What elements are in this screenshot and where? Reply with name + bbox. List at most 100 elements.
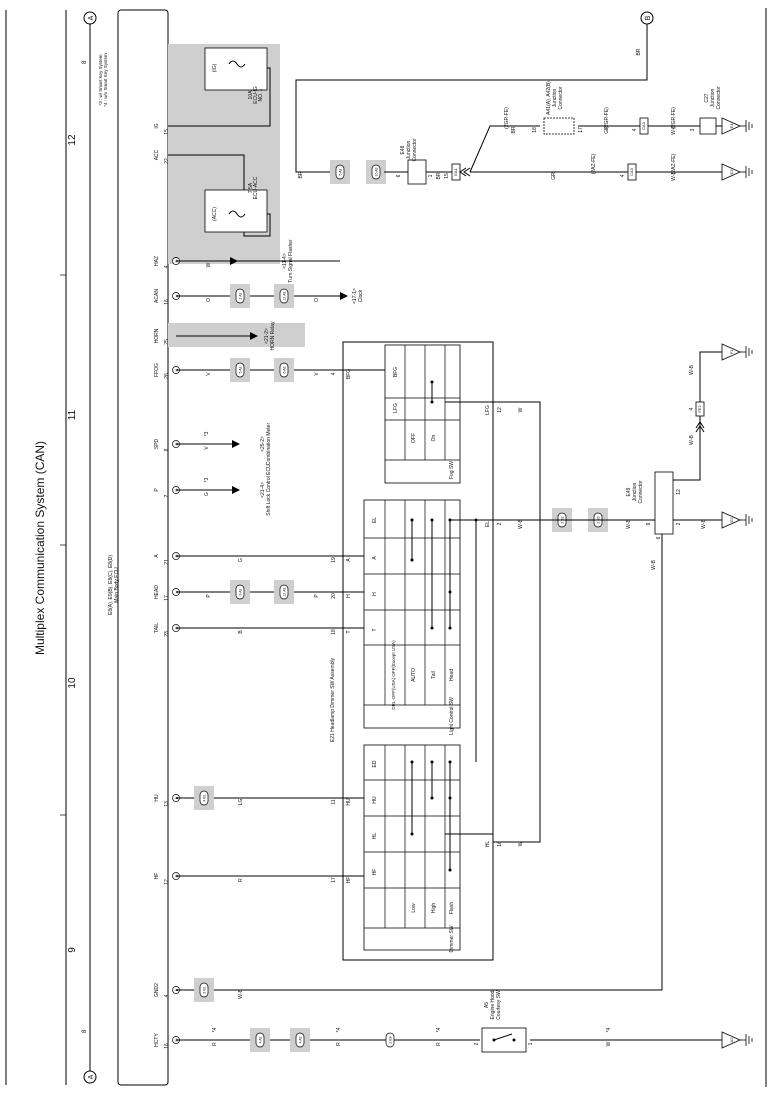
svg-text:Fog SW: Fog SW [449, 461, 455, 479]
svg-text:HL: HL [372, 833, 378, 840]
svg-text:Junction: Junction [406, 140, 412, 159]
svg-text:12 A3: 12 A3 [283, 291, 287, 300]
grid-number-8-bottom: 8 [82, 1029, 88, 1033]
grid-number-10: 10 [67, 677, 78, 689]
svg-text:Junction: Junction [710, 88, 716, 107]
svg-text:16: 16 [164, 1043, 170, 1049]
c27-junction-connector: C27 Junction Connector 3 [690, 86, 722, 135]
svg-text:(2GR-FE): (2GR-FE) [604, 107, 610, 129]
svg-text:(ACC): (ACC) [212, 207, 218, 221]
svg-text:BFG: BFG [346, 369, 352, 379]
ecu-label-line1: E8(A), E9(B), E8(C), E8(D) [108, 555, 114, 615]
inline-connector: 9 A2 [230, 580, 250, 604]
svg-text:18: 18 [331, 629, 337, 635]
svg-text:13: 13 [164, 801, 170, 807]
headlamp-dimmer-sw-assembly [342, 341, 494, 961]
svg-text:12: 12 [497, 407, 503, 413]
svg-text:HF: HF [154, 873, 160, 880]
svg-text:23: 23 [164, 631, 170, 637]
note-smart-key: *3 : w/ Smart Key System [98, 54, 103, 105]
svg-text:V: V [206, 372, 212, 376]
svg-text:25: 25 [164, 339, 170, 345]
svg-text:*4: *4 [606, 1027, 612, 1032]
svg-text:1: 1 [528, 1042, 534, 1045]
svg-text:R: R [212, 1042, 218, 1046]
svg-text:W: W [206, 262, 212, 267]
inline-connector: 12 A3 [274, 284, 294, 308]
svg-text:20: 20 [331, 593, 337, 599]
svg-text:W: W [518, 407, 524, 412]
ground-e4: E4 [721, 117, 753, 135]
svg-text:4: 4 [689, 407, 695, 410]
svg-text:B: B [238, 630, 244, 634]
fog-sw: BFG LFG OFF On Fog SW 4 BFG LFG 12 W [331, 344, 524, 484]
svg-text:P: P [206, 594, 212, 598]
svg-text:AUTO: AUTO [411, 668, 417, 682]
inline-connector: 2 E8 [385, 1032, 395, 1048]
svg-text:16: 16 [497, 841, 503, 847]
svg-text:W-B: W-B [701, 519, 707, 529]
ground-f1: F1 [721, 343, 753, 361]
svg-text:Clock: Clock [358, 289, 364, 302]
svg-text:R: R [436, 1042, 442, 1046]
grid-number-8-top: 8 [82, 60, 88, 64]
svg-text:9: 9 [646, 522, 652, 525]
svg-text:*3: *3 [204, 431, 210, 436]
svg-text:E48: E48 [400, 145, 406, 154]
svg-text:A: A [346, 558, 352, 562]
svg-text:GR: GR [604, 126, 610, 134]
svg-text:F1: F1 [729, 349, 734, 354]
svg-text:Engine Hood: Engine Hood [490, 990, 496, 1019]
inline-connector: 9 B1 [194, 978, 214, 1002]
svg-text:17: 17 [578, 127, 584, 133]
svg-text:HEAD: HEAD [154, 585, 160, 599]
svg-text:H: H [372, 592, 378, 596]
svg-text:Junction: Junction [552, 88, 558, 107]
svg-text:EL: EL [372, 517, 378, 523]
svg-text:<11-4>: <11-4> [282, 253, 288, 269]
svg-text:HORN Relay: HORN Relay [270, 321, 276, 350]
svg-text:LG: LG [238, 799, 244, 806]
svg-text:17: 17 [331, 877, 337, 883]
inline-connector: 5 A2 [230, 358, 250, 382]
svg-text:*4: *4 [436, 1027, 442, 1032]
svg-text:W-B: W-B [518, 519, 524, 529]
svg-text:Connector: Connector [638, 480, 644, 503]
svg-text:O: O [314, 298, 320, 302]
svg-text:W-B: W-B [238, 989, 244, 999]
inline-connector: 5 A2 [330, 160, 350, 184]
svg-text:W: W [518, 841, 524, 846]
svg-text:G: G [204, 492, 210, 496]
svg-text:E49: E49 [626, 487, 632, 496]
svg-text:4: 4 [331, 372, 337, 375]
svg-text:Dimmer SW: Dimmer SW [449, 925, 455, 952]
svg-text:BR: BR [636, 48, 642, 55]
svg-text:2 E8: 2 E8 [389, 1036, 393, 1043]
ground-e2: E2 [721, 511, 753, 529]
light-control-sw: T H A EL DRL-OFF(USA) OFF(Except USA) AU… [331, 499, 461, 735]
svg-text:R: R [238, 878, 244, 882]
svg-text:A41(A), A42(B): A41(A), A42(B) [546, 81, 552, 115]
svg-text:5 A2: 5 A2 [239, 366, 243, 373]
svg-text:(IG): (IG) [212, 63, 218, 72]
svg-text:*4: *4 [336, 1027, 342, 1032]
inline-connector: 12 A3 [274, 580, 294, 604]
svg-text:EL: EL [485, 521, 491, 527]
grid-number-11: 11 [67, 409, 78, 420]
svg-text:17: 17 [164, 595, 170, 601]
svg-text:GND2: GND2 [154, 983, 160, 997]
svg-text:CA3: CA3 [629, 167, 634, 176]
engine-hood-courtesy-sw: A5 Engine Hood Courtesy SW 2 1 [474, 990, 534, 1053]
e48-junction-connector: E48 Junction Connector 6 1 [396, 138, 434, 185]
svg-text:ACC: ACC [154, 149, 160, 160]
svg-text:HAZ: HAZ [154, 256, 160, 266]
svg-text:On: On [431, 434, 437, 441]
svg-text:W-B: W-B [689, 365, 695, 375]
svg-text:(2GR-FE): (2GR-FE) [504, 107, 510, 129]
svg-text:A2: A2 [729, 1037, 734, 1043]
grid-number-12: 12 [67, 134, 78, 146]
svg-text:HCTY: HCTY [154, 1033, 160, 1047]
svg-text:Light Control SW: Light Control SW [449, 697, 455, 735]
svg-text:LFG: LFG [393, 403, 399, 413]
